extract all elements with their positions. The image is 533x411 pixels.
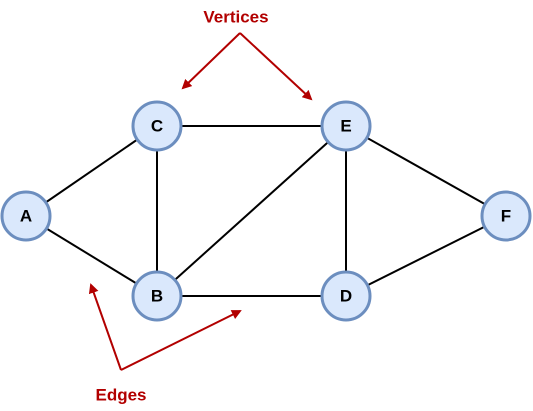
vertex-circle (0, 190, 52, 242)
edges-annotation-label: Edges (95, 386, 146, 405)
vertices-arrow-to-c (181, 32, 241, 90)
edge-a-c (25, 125, 158, 217)
vertex-a: A (0, 190, 52, 242)
annotations-layer: Vertices Edges (88, 8, 313, 405)
edge-b-e (156, 125, 347, 297)
vertex-label: D (340, 287, 352, 306)
vertex-b: B (131, 270, 183, 322)
vertex-label: B (151, 287, 163, 306)
vertex-d: D (320, 270, 372, 322)
vertex-circle (480, 190, 532, 242)
vertex-circle (131, 100, 183, 152)
vertex-circle (320, 270, 372, 322)
edge-d-f (345, 215, 507, 297)
vertex-f: F (480, 190, 532, 242)
vertices-arrow-to-e (239, 32, 313, 101)
edges-arrow-to-bd (120, 310, 242, 371)
vertex-label: F (501, 207, 511, 226)
nodes-layer: A B C D E F (0, 100, 532, 322)
edge-a-b (25, 215, 158, 297)
vertex-circle (131, 270, 183, 322)
edges-layer (25, 125, 507, 297)
edge-e-f (345, 125, 507, 217)
vertex-label: A (20, 207, 32, 226)
edges-arrow-to-ab (88, 283, 122, 371)
vertex-e: E (320, 100, 372, 152)
vertex-label: E (340, 117, 351, 136)
vertex-label: C (151, 117, 163, 136)
vertices-annotation-label: Vertices (203, 8, 268, 27)
vertex-circle (320, 100, 372, 152)
vertex-c: C (131, 100, 183, 152)
